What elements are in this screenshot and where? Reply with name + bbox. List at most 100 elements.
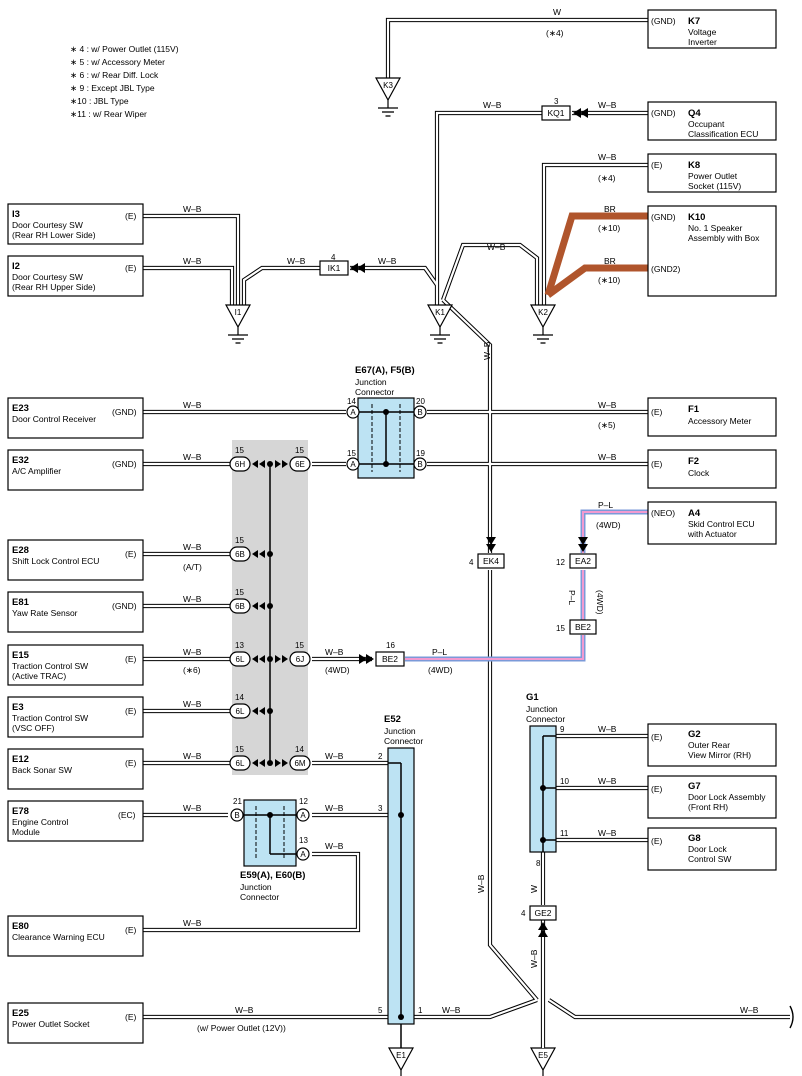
- svg-text:(E): (E): [651, 459, 663, 469]
- note: ∗ 9 : Except JBL Type: [70, 83, 155, 93]
- svg-text:(Front RH): (Front RH): [688, 802, 728, 812]
- junction-connector-g1: G1 Junction Connector: [526, 692, 565, 853]
- wire-note: (∗5): [598, 420, 616, 430]
- svg-text:15: 15: [235, 745, 244, 754]
- join-pin: 6B: [229, 598, 265, 614]
- svg-text:No. 1 Speaker: No. 1 Speaker: [688, 223, 743, 233]
- svg-text:Voltage: Voltage: [688, 27, 717, 37]
- pin-letter: A: [346, 457, 360, 471]
- wire-label: W–B: [378, 256, 397, 266]
- wire-note: (∗6): [183, 665, 201, 675]
- note: ∗11 : w/ Rear Wiper: [70, 109, 147, 119]
- svg-text:15: 15: [235, 588, 244, 597]
- svg-text:Skid Control ECU: Skid Control ECU: [688, 519, 755, 529]
- join-pin: 6E: [275, 456, 311, 472]
- svg-text:6E: 6E: [295, 460, 305, 469]
- svg-text:Door Courtesy SW: Door Courtesy SW: [12, 272, 83, 282]
- wire-label: W–B: [183, 594, 202, 604]
- component-e3: E3 Traction Control SW (VSC OFF) (E): [7, 696, 144, 738]
- wire-note: (4WD): [596, 520, 621, 530]
- svg-text:E5: E5: [538, 1051, 548, 1060]
- svg-text:Q4: Q4: [688, 108, 701, 119]
- svg-text:(GND): (GND): [112, 601, 137, 611]
- ground-icon: K2: [529, 304, 557, 344]
- connector-title: E59(A), E60(B): [240, 870, 305, 881]
- inline-connector-ek4: EK4: [477, 537, 505, 569]
- svg-text:E80: E80: [12, 921, 29, 932]
- svg-text:A/C Amplifier: A/C Amplifier: [12, 466, 61, 476]
- svg-text:B: B: [417, 460, 422, 469]
- svg-text:(GND): (GND): [112, 459, 137, 469]
- component-e15: E15 Traction Control SW (Active TRAC) (E…: [7, 644, 144, 686]
- svg-text:Power Outlet: Power Outlet: [688, 171, 738, 181]
- connector-arrow-icon: [538, 922, 548, 937]
- svg-text:6M: 6M: [294, 759, 305, 768]
- connector-line: Junction: [240, 882, 272, 892]
- svg-text:Traction Control SW: Traction Control SW: [12, 661, 88, 671]
- wire-label: P–L: [598, 500, 613, 510]
- connector-line: Junction: [355, 377, 387, 387]
- svg-text:EK4: EK4: [483, 556, 499, 566]
- svg-text:Outer Rear: Outer Rear: [688, 740, 730, 750]
- wire-label: W–B: [235, 1005, 254, 1015]
- wire-label: W–B: [598, 152, 617, 162]
- svg-text:6L: 6L: [236, 759, 245, 768]
- svg-text:B: B: [417, 408, 422, 417]
- wire-label: W–B: [183, 647, 202, 657]
- connector-arrow-icon: [486, 537, 496, 552]
- svg-text:(NEO): (NEO): [651, 508, 675, 518]
- svg-text:(Rear RH Upper Side): (Rear RH Upper Side): [12, 282, 96, 292]
- svg-text:E23: E23: [12, 403, 29, 414]
- svg-text:(GND): (GND): [651, 108, 676, 118]
- wire-label: W–B: [183, 452, 202, 462]
- svg-text:Engine Control: Engine Control: [12, 817, 68, 827]
- wire-note: (4WD): [595, 590, 605, 615]
- svg-text:Clock: Clock: [688, 468, 710, 478]
- component-e81: E81 Yaw Rate Sensor (GND): [7, 591, 144, 633]
- wire-label: W–B: [483, 100, 502, 110]
- wire-label: W–B: [598, 724, 617, 734]
- pin-letter: A: [296, 808, 310, 822]
- wire-label: W–B: [529, 949, 539, 968]
- inline-connector-ik1: IK1: [319, 260, 365, 276]
- junction-connector-e59: E59(A), E60(B) Junction Connector: [240, 799, 305, 902]
- component-f1: (E) F1 Accessory Meter: [647, 397, 777, 437]
- wire-label: W–B: [183, 918, 202, 928]
- svg-text:E12: E12: [12, 754, 29, 765]
- connector-line: Connector: [384, 736, 423, 746]
- svg-text:Occupant: Occupant: [688, 119, 725, 129]
- component-g8: (E) G8 Door Lock Control SW: [647, 827, 777, 871]
- svg-text:IK1: IK1: [328, 263, 341, 273]
- ground-icon: K1: [426, 304, 454, 344]
- svg-text:E15: E15: [12, 650, 30, 661]
- component-g2: (E) G2 Outer Rear View Mirror (RH): [647, 723, 777, 767]
- svg-text:6L: 6L: [236, 707, 245, 716]
- wire-note: (w/ Power Outlet (12V)): [197, 1023, 286, 1033]
- wire-label: W–B: [183, 699, 202, 709]
- svg-text:(EC): (EC): [118, 810, 136, 820]
- component-e25: E25 Power Outlet Socket (E): [7, 1002, 144, 1044]
- svg-text:Socket (115V): Socket (115V): [688, 181, 741, 191]
- connector-title: E52: [384, 714, 401, 725]
- svg-text:Back Sonar SW: Back Sonar SW: [12, 765, 72, 775]
- svg-text:(E): (E): [651, 160, 663, 170]
- svg-text:K10: K10: [688, 212, 705, 223]
- join-pin: 6H: [229, 456, 265, 472]
- connector-arrow-icon: [350, 263, 365, 273]
- connector-line: Junction: [384, 726, 416, 736]
- svg-text:GE2: GE2: [534, 908, 551, 918]
- svg-text:(E): (E): [125, 706, 137, 716]
- component-i2: I2 Door Courtesy SW (Rear RH Upper Side)…: [7, 255, 144, 297]
- wire-label: W: [553, 7, 561, 17]
- svg-text:Module: Module: [12, 827, 40, 837]
- svg-text:12: 12: [299, 797, 308, 806]
- inline-connector-be2-left: BE2: [359, 651, 405, 667]
- svg-text:21: 21: [233, 797, 242, 806]
- svg-text:(E): (E): [651, 784, 663, 794]
- svg-text:E78: E78: [12, 806, 29, 817]
- wire-label: W–B: [598, 400, 617, 410]
- wire-label: W–B: [183, 204, 202, 214]
- ground-icon: E1: [387, 1047, 415, 1076]
- connector-line: Connector: [355, 387, 394, 397]
- svg-text:I2: I2: [12, 261, 20, 272]
